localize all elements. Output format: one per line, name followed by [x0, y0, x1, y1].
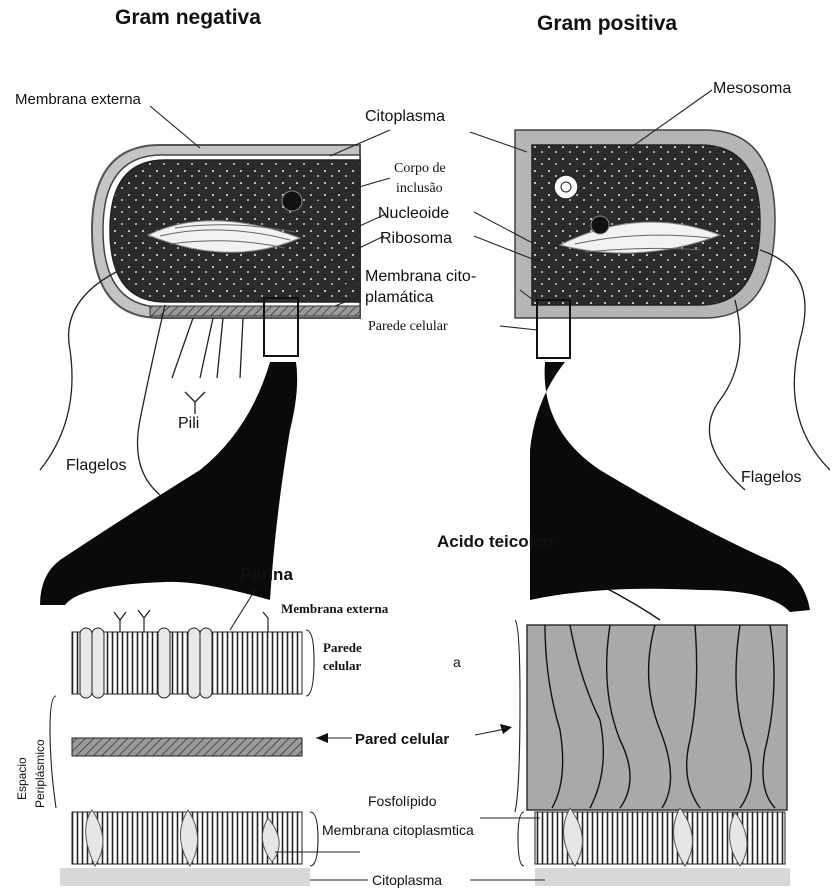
positive-envelope-detail: [527, 585, 790, 886]
label-pared-celular: Pared celular: [355, 731, 449, 748]
label-membrana-externa-bottom: Membrana externa: [281, 601, 389, 616]
inclusion-body-negative: [282, 191, 302, 211]
gram-negative-cell: [92, 145, 360, 318]
label-pili: Pili: [178, 415, 199, 432]
label-espacio: Espacio: [15, 757, 29, 800]
label-corpo-de: Corpo de: [394, 161, 446, 176]
label-parede-1: Parede: [323, 640, 362, 655]
label-citoplasma-bottom: Citoplasma: [372, 872, 442, 888]
label-parede-celular-top: Parede celular: [368, 319, 448, 334]
label-membrana-cito-1: Membrana cito-: [365, 268, 476, 285]
label-periplasmico: Periplásmico: [33, 739, 47, 808]
pili-lines: [172, 318, 243, 414]
label-fosfolipido: Fosfolípido: [368, 793, 437, 809]
title-gram-negative: Gram negativa: [115, 6, 261, 29]
label-porina: Porina: [240, 565, 293, 584]
label-flagelos-left: Flagelos: [66, 457, 126, 474]
inclusion-body-positive: [591, 216, 609, 234]
label-inclusao: inclusão: [396, 181, 443, 196]
label-membrana-citoplasmtica: Membrana citoplasmtica: [322, 822, 474, 838]
label-citoplasma-top: Citoplasma: [365, 108, 445, 125]
gram-positive-cell: [515, 130, 775, 318]
label-nucleoide: Nucleoide: [378, 205, 449, 222]
label-acido-teicoico: Acido teicoico: [437, 532, 553, 551]
title-gram-positive: Gram positiva: [537, 12, 677, 35]
negative-envelope-detail: [60, 610, 310, 886]
label-ribosoma: Ribosoma: [380, 230, 452, 247]
mesosome: [554, 175, 578, 199]
label-mesosoma: Mesosoma: [713, 80, 791, 97]
label-flagelos-right: Flagelos: [741, 469, 801, 486]
connector-right: [530, 362, 810, 612]
label-parede-2: celular: [323, 658, 361, 673]
label-membrana-cito-2: plamática: [365, 289, 434, 306]
label-membrana-externa-top: Membrana externa: [15, 91, 142, 108]
label-letter-a: a: [453, 654, 461, 670]
